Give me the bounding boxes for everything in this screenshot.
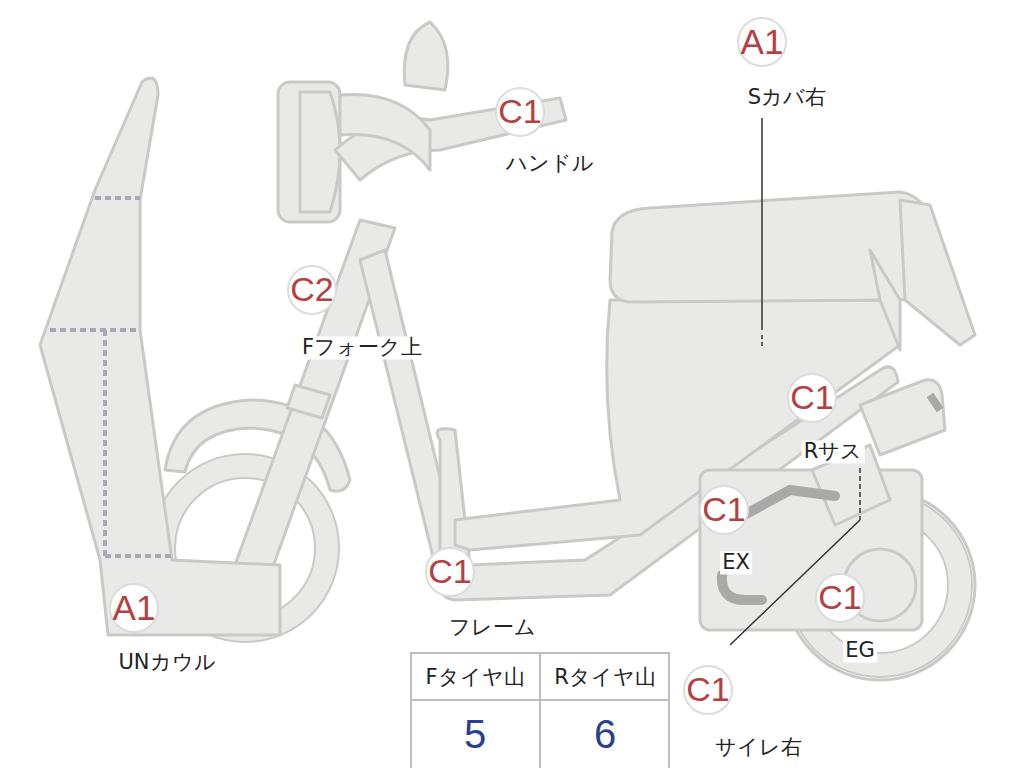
grade-code: C1 [428, 554, 471, 588]
part-name: サイレ右 [713, 736, 804, 759]
part-name: Fフォーク上 [300, 336, 424, 359]
part-name: フレーム [447, 616, 538, 639]
grade-code: C2 [290, 272, 333, 306]
grade-code: A1 [113, 590, 156, 625]
callout-circle: C2Fフォーク上 [287, 265, 337, 315]
callout-circle: A1Sカバ右 [737, 17, 787, 67]
part-name: EX [720, 551, 752, 574]
table-header: Fタイヤ山 [425, 663, 524, 691]
callout-circle: C1EG [815, 573, 865, 623]
grade-code: A1 [741, 24, 784, 59]
table-header: Rタイヤ山 [554, 663, 656, 691]
part-name: ハンドル [504, 152, 596, 175]
callout-circle: C1Rサス [787, 373, 837, 423]
part-name: UNカウル [116, 651, 217, 674]
grade-code: C1 [498, 94, 541, 128]
table-value: 6 [594, 712, 616, 757]
grade-code: C1 [702, 492, 745, 526]
callout-circle: C1フレーム [425, 547, 475, 597]
callout-circle: C1ハンドル [495, 87, 545, 137]
part-name: Rサス [802, 440, 865, 463]
grade-code: C1 [790, 380, 833, 414]
part-name: Sカバ右 [746, 86, 828, 109]
part-name: EG [843, 639, 877, 662]
callout-circle: A1UNカウル [109, 583, 159, 633]
grade-code: C1 [818, 580, 861, 614]
grade-code: C1 [686, 672, 729, 706]
callout-circle: C1サイレ右 [683, 665, 733, 715]
table-value: 5 [464, 712, 486, 757]
callout-circle: C1EX [699, 485, 749, 535]
